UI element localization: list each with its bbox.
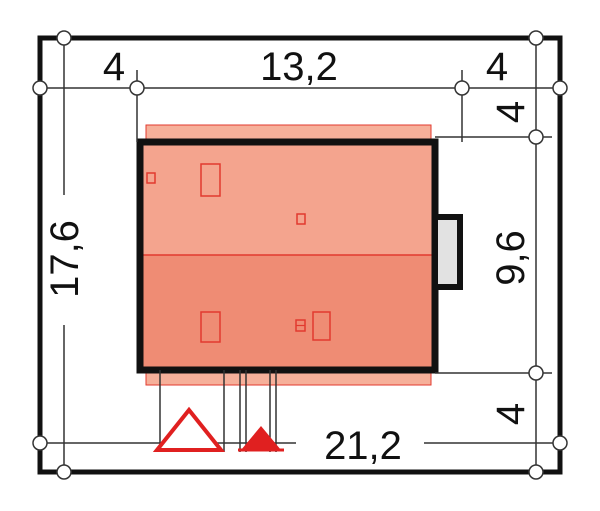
dimension-nodes <box>32 30 568 480</box>
node <box>56 30 72 46</box>
chimney-center <box>296 213 306 225</box>
top-setback-label: 4 <box>489 101 533 123</box>
plot-depth-label: 17,6 <box>43 220 87 298</box>
node <box>528 129 544 145</box>
building <box>136 138 463 374</box>
node <box>454 80 470 96</box>
node <box>528 464 544 480</box>
node <box>129 80 145 96</box>
right-setback-label: 4 <box>486 45 508 89</box>
roof-window-top <box>200 163 221 197</box>
node <box>528 365 544 381</box>
node <box>56 464 72 480</box>
roof-window-bottom-right <box>312 311 331 341</box>
node <box>32 435 48 451</box>
bottom-setback-label: 4 <box>489 403 533 425</box>
access-filled-triangle-icon <box>241 426 281 450</box>
node <box>552 80 568 96</box>
plot-width-label: 21,2 <box>324 424 402 468</box>
roof-slope-top <box>140 142 435 255</box>
building-depth-label: 9,6 <box>489 230 533 286</box>
building-width-label: 13,2 <box>260 45 338 89</box>
chimney-small-left <box>146 172 156 184</box>
left-setback-label: 4 <box>103 45 125 89</box>
node <box>552 435 568 451</box>
building-annex <box>432 214 463 290</box>
node <box>32 80 48 96</box>
entrance-outlined-triangle-icon <box>152 406 226 452</box>
roof-window-bottom-left <box>200 311 221 343</box>
node <box>528 30 544 46</box>
plot-boundary <box>37 35 563 475</box>
roof-slope-bottom <box>140 255 435 370</box>
